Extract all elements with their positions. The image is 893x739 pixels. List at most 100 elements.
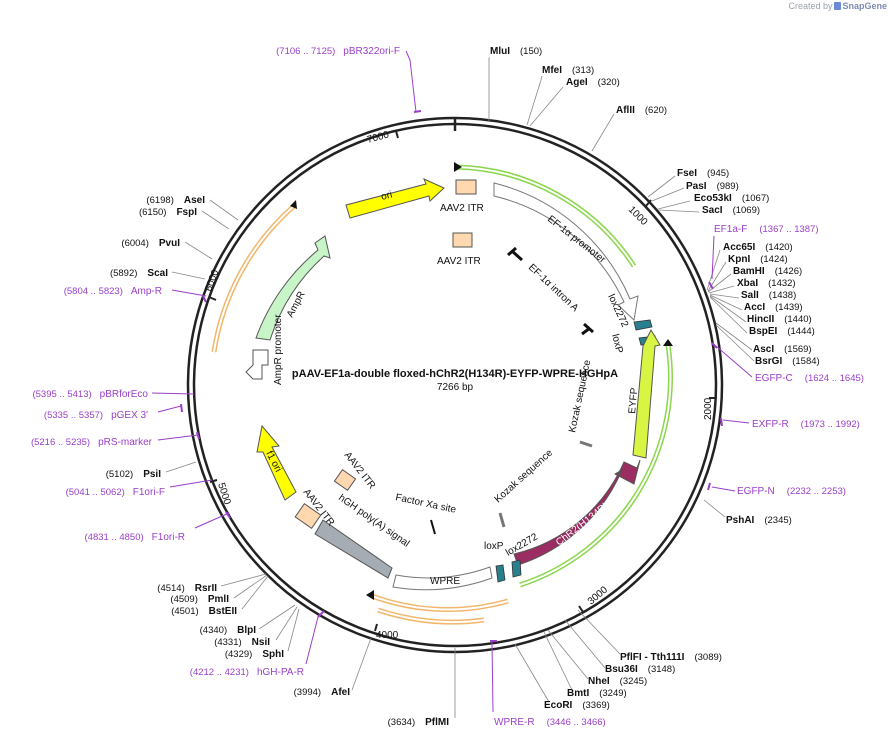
primer-leader-hgh-pa-r (305, 616, 319, 665)
primer-f1ori-f[interactable]: (5041 .. 5062)F1ori-F (66, 487, 165, 498)
site-pshai[interactable]: PshAI(2345) (726, 515, 792, 526)
site-bsu36i[interactable]: Bsu36I(3148) (605, 664, 675, 675)
site-mlui[interactable]: MluI(150) (490, 46, 542, 57)
feature-aav2-itr-inner[interactable] (452, 232, 473, 248)
feature-eyfp[interactable] (632, 328, 661, 459)
primer-ef1a-f[interactable]: EF1a-F(1367 .. 1387) (714, 224, 819, 235)
site-name: HincII (747, 314, 774, 325)
site-name: NsiI (252, 637, 271, 648)
feature-ampr[interactable] (255, 235, 331, 341)
feature-wpre[interactable] (392, 566, 493, 591)
site-pasi[interactable]: PasI(989) (686, 181, 739, 192)
site-psii[interactable]: (5102)PsiI (106, 469, 161, 480)
site-ecori[interactable]: EcoRI(3369) (544, 700, 610, 711)
site-sphi[interactable]: (4329)SphI (225, 649, 284, 660)
leader-aflii (591, 113, 615, 152)
feature-lox2272-bottom[interactable] (511, 559, 522, 578)
site-pmli[interactable]: (4509)PmlI (170, 594, 229, 605)
site-bsteii[interactable]: (4501)BstEII (171, 606, 237, 617)
site-name: XbaI (737, 278, 758, 289)
feature-label-factor-xa: Factor Xa site (394, 492, 457, 516)
site-pos: (4501) (171, 606, 198, 617)
feature-aav2-itr-inner-bottom[interactable] (333, 468, 357, 492)
primer-egfp-c[interactable]: EGFP-C(1624 .. 1645) (755, 373, 864, 384)
feature-ef1a-intron-start[interactable] (507, 246, 524, 262)
feature-label-ef1a-intron: EF-1α intron A (526, 262, 581, 314)
site-pflmi[interactable]: (3634)PflMI (388, 717, 450, 728)
feature-loxp-bottom[interactable] (495, 564, 506, 583)
primer-f1ori-r[interactable]: (4831 .. 4850)F1ori-R (85, 532, 186, 543)
primer-range: (5335 .. 5357) (44, 410, 103, 421)
feature-lox2272-top[interactable] (633, 319, 653, 331)
site-agei[interactable]: AgeI(320) (566, 77, 620, 88)
primer-pbrforeco[interactable]: (5395 .. 5413)pBRforEco (32, 389, 148, 400)
plasmid-size: 7266 bp (437, 382, 474, 393)
site-fsei[interactable]: FseI(945) (677, 168, 729, 179)
site-scai[interactable]: (5892)ScaI (110, 268, 168, 279)
primer-range: (1624 .. 1645) (805, 373, 864, 384)
site-pos: (3245) (620, 676, 647, 687)
primer-amp-r[interactable]: (5804 .. 5823)Amp-R (64, 286, 162, 297)
primer-exfp-r[interactable]: EXFP-R(1973 .. 1992) (752, 419, 860, 430)
feature-chr2-h134r[interactable] (513, 459, 641, 566)
feature-kozak-top[interactable] (579, 440, 593, 448)
primer-leader-wpre-r (491, 641, 494, 713)
site-afei[interactable]: (3994)AfeI (294, 687, 351, 698)
primer-pgex3[interactable]: (5335 .. 5357)pGEX 3' (44, 410, 148, 421)
site-asei[interactable]: (6198)AseI (146, 195, 205, 206)
site-blpi[interactable]: (4340)BlpI (200, 625, 257, 636)
feature-f1-ori[interactable] (256, 424, 297, 501)
site-bsrgi[interactable]: BsrGI(1584) (755, 356, 820, 367)
feature-kozak-bottom[interactable] (498, 512, 506, 528)
site-pos: (4329) (225, 649, 252, 660)
credit-prefix: Created by (788, 1, 833, 11)
feature-aav2-itr-bottom[interactable] (294, 503, 322, 529)
site-fspi[interactable]: (6150)FspI (139, 207, 197, 218)
site-nsii[interactable]: (4331)NsiI (214, 637, 270, 648)
site-nhei[interactable]: NheI(3245) (588, 676, 647, 687)
site-hincii[interactable]: HincII(1440) (747, 314, 812, 325)
primer-wpre-r[interactable]: WPRE-R(3446 .. 3466) (494, 717, 606, 728)
site-xbai[interactable]: XbaI(1432) (737, 278, 796, 289)
leader-mfei (526, 75, 543, 126)
feature-label-ori: ori (380, 189, 394, 203)
feature-ori[interactable] (345, 178, 445, 219)
feature-hgh-polya[interactable] (314, 519, 393, 579)
site-bmti[interactable]: BmtI(3249) (567, 688, 627, 699)
feature-aav2-itr-top[interactable] (455, 179, 477, 195)
site-acci[interactable]: AccI(1439) (744, 302, 803, 313)
site-rsrii[interactable]: (4514)RsrII (157, 583, 217, 594)
leader-pasi (651, 187, 685, 202)
site-acc65i[interactable]: Acc65I(1420) (723, 242, 793, 253)
site-kpni[interactable]: KpnI(1424) (728, 254, 788, 265)
primer-egfp-n[interactable]: EGFP-N(2232 .. 2253) (737, 486, 846, 497)
primer-pbr322ori-f[interactable]: (7106 .. 7125)pBR322ori-F (276, 46, 400, 57)
site-aflii[interactable]: AflII(620) (616, 105, 667, 116)
feature-ef1a-intron-end[interactable] (581, 322, 594, 336)
site-mfei[interactable]: MfeI(313) (542, 65, 594, 76)
leader-bsu36i (564, 619, 606, 669)
primer-hgh-pa-r[interactable]: (4212 .. 4231)hGH-PA-R (190, 667, 304, 678)
site-name: AfeI (331, 687, 350, 698)
site-saci[interactable]: SacI(1069) (702, 205, 760, 216)
site-pos: (3249) (599, 688, 626, 699)
site-pvui[interactable]: (6004)PvuI (121, 238, 180, 249)
site-pos: (4514) (157, 583, 184, 594)
primer-prs-marker[interactable]: (5216 .. 5235)pRS-marker (31, 437, 153, 448)
feature-ef1a-promoter[interactable] (493, 182, 639, 322)
site-pflfi-tth111i[interactable]: PflFI - Tth111I(3089) (620, 652, 722, 663)
feature-factor-xa[interactable] (430, 519, 436, 535)
leader-hincii (709, 295, 747, 323)
orf-arc-left-core (213, 205, 295, 353)
site-asci[interactable]: AscI(1569) (753, 344, 812, 355)
site-bamhi[interactable]: BamHI(1426) (733, 266, 802, 277)
feature-ampr-promoter[interactable] (245, 349, 269, 380)
site-pos: (3369) (582, 700, 609, 711)
site-sali[interactable]: SalI(1438) (741, 290, 796, 301)
site-eco53ki[interactable]: Eco53kI(1067) (694, 193, 769, 204)
site-pos: (1444) (787, 326, 814, 337)
tick-3000 (578, 605, 584, 613)
leader-nhei (547, 629, 589, 680)
site-pos: (1439) (775, 302, 802, 313)
site-bspei[interactable]: BspEI(1444) (749, 326, 815, 337)
